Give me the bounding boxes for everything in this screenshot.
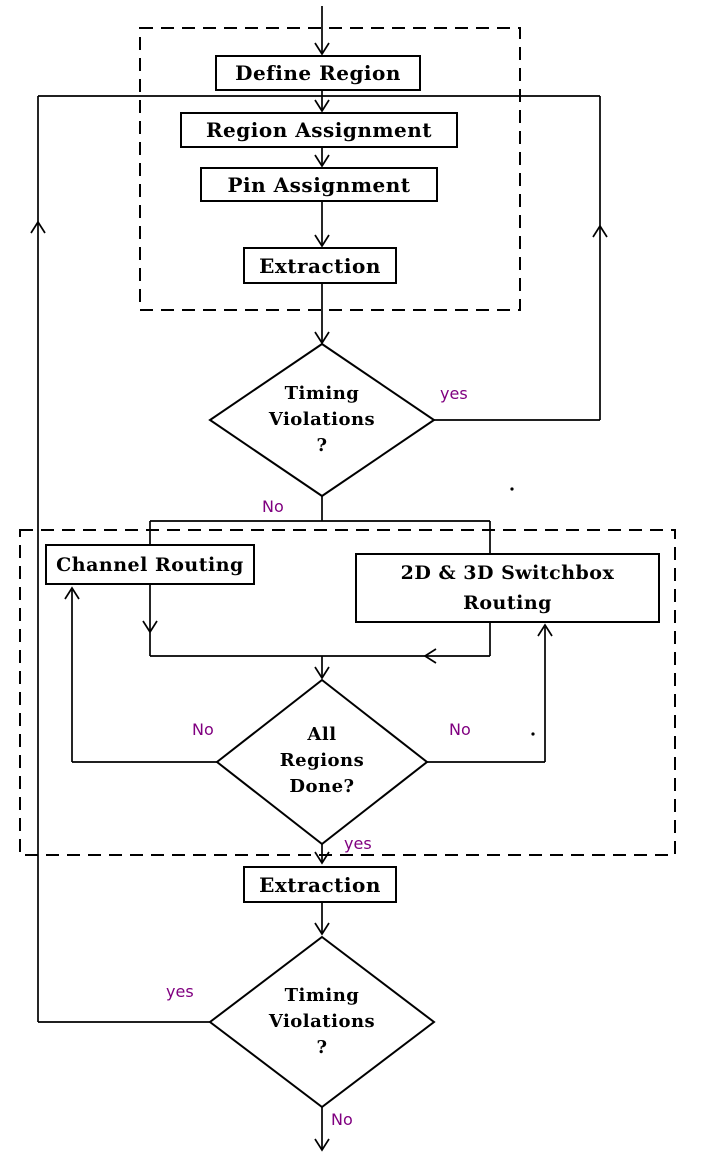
all-regions-done-line1: All [307,724,337,745]
node-pin-assignment: Pin Assignment [200,167,438,202]
timing-violations-2-diamond [208,935,436,1109]
arrowhead-into-channel-bottom [64,586,80,600]
arrowhead-channel-exit-down [142,620,158,634]
node-extraction-2-label: Extraction [259,872,381,897]
dashed-group-partitioning [139,27,521,311]
edge-label-regions-no-left: No [192,720,214,739]
all-regions-done-line3: Done? [289,776,355,797]
edge-label-regions-yes: yes [344,834,372,853]
timing-violations-1-line3: ? [316,435,328,456]
node-switchbox-routing: 2D & 3D Switchbox Routing [355,553,660,623]
arrowhead-into-region-assignment [314,99,330,113]
timing-violations-1-line1: Timing [284,383,360,404]
timing-violations-2-label: Timing Violations ? [252,983,392,1061]
arrowhead-into-extraction1 [314,234,330,248]
arrowhead-final-exit [314,1138,330,1152]
edge-label-timing1-no: No [262,497,284,516]
stray-dot-1 [510,487,514,491]
node-extraction-2: Extraction [243,866,397,903]
arrowhead-into-timing1 [314,331,330,345]
arrowhead-collector-left [423,648,437,664]
node-region-assignment-label: Region Assignment [205,118,433,142]
node-define-region: Define Region [215,55,421,91]
all-regions-done-diamond [215,678,429,846]
edge-label-timing1-yes: yes [440,384,468,403]
timing-violations-2-line1: Timing [284,985,360,1006]
arrowhead-feedback-right-up [592,224,608,238]
node-switchbox-routing-label-2: Routing [463,592,552,614]
edge-label-regions-no-right: No [449,720,471,739]
timing-violations-1-diamond [208,342,436,498]
dashed-group-routing [19,529,676,856]
arrowhead-into-regions-diamond [314,666,330,680]
arrowhead-top-entry [314,42,330,56]
timing-violations-1-line2: Violations [268,409,376,430]
node-region-assignment: Region Assignment [180,112,458,148]
edge-label-timing2-no: No [331,1110,353,1129]
edge-label-timing2-yes: yes [166,982,194,1001]
node-channel-routing: Channel Routing [45,544,255,585]
arrowhead-into-extraction2 [314,851,330,865]
timing-violations-1-label: Timing Violations ? [252,381,392,459]
node-channel-routing-label: Channel Routing [56,553,244,576]
all-regions-done-label: All Regions Done? [252,722,392,800]
arrowhead-into-switchbox-bottom [537,623,553,637]
node-extraction-1-label: Extraction [259,253,381,278]
arrowhead-into-timing2 [314,922,330,936]
timing-violations-2-line2: Violations [268,1011,376,1032]
node-pin-assignment-label: Pin Assignment [227,172,411,197]
arrowhead-feedback-left-up [30,220,46,234]
stray-dot-2 [531,732,535,736]
timing-violations-2-line3: ? [316,1037,328,1058]
arrowhead-into-pin-assignment [314,154,330,168]
node-define-region-label: Define Region [235,61,401,85]
node-switchbox-routing-label-1: 2D & 3D Switchbox [400,562,615,584]
node-extraction-1: Extraction [243,247,397,284]
all-regions-done-line2: Regions [279,750,365,771]
